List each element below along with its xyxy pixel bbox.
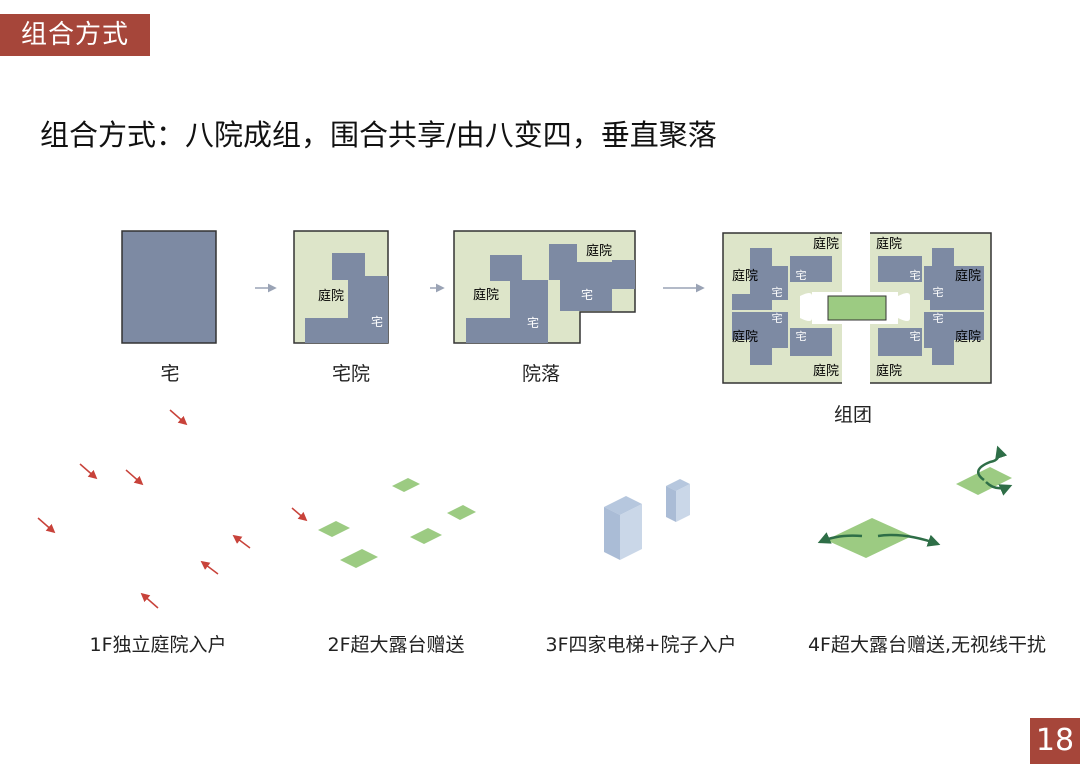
courtyard-label: 庭院 <box>876 236 902 252</box>
house-label: 宅 <box>933 311 944 325</box>
floor-4-model <box>817 445 1013 558</box>
courtyard-label: 庭院 <box>813 363 839 379</box>
courtyard-label: 庭院 <box>955 268 981 284</box>
house-label: 宅 <box>527 315 539 330</box>
courtyard-label: 庭院 <box>732 329 758 345</box>
floor-2-caption: 2F超大露台赠送 <box>327 634 465 656</box>
entry-arrows <box>37 409 251 609</box>
house-label: 宅 <box>796 268 807 282</box>
floor-2-model <box>291 478 476 568</box>
stage-label-settlement: 院落 <box>521 363 560 385</box>
page-number: 18 <box>1030 718 1080 764</box>
floor-3-caption: 3F四家电梯+院子入户 <box>545 634 737 656</box>
stage-house-courtyard-diagram: 庭院 宅 <box>293 230 389 344</box>
courtyard-label: 庭院 <box>813 236 839 252</box>
house-label: 宅 <box>772 311 783 325</box>
house-label: 宅 <box>581 287 593 302</box>
courtyard-label: 庭院 <box>318 288 344 304</box>
stage-house-diagram <box>121 230 217 344</box>
house-label: 宅 <box>772 285 783 299</box>
house-label: 宅 <box>910 329 921 343</box>
house-label: 宅 <box>910 268 921 282</box>
page-headline: 组合方式：八院成组，围合共享/由八变四，垂直聚落 <box>40 118 717 152</box>
house-label: 宅 <box>371 314 383 329</box>
courtyard-label: 庭院 <box>473 287 499 303</box>
house-label: 宅 <box>933 285 944 299</box>
stage-settlement-diagram: 庭院 庭院 宅 宅 <box>453 230 636 344</box>
courtyard-label: 庭院 <box>876 363 902 379</box>
courtyard-label: 庭院 <box>732 268 758 284</box>
stage-cluster-diagram: 庭院 庭院 庭院 庭院 庭院 庭院 庭院 庭院 宅 宅 宅 宅 宅 宅 宅 宅 <box>722 232 992 384</box>
house-label: 宅 <box>796 329 807 343</box>
floor-3-model <box>604 479 690 560</box>
view-arrows <box>817 445 1013 547</box>
floor-1-model <box>37 409 251 609</box>
floor-4-caption: 4F超大露台赠送,无视线干扰 <box>807 634 1047 656</box>
courtyard-label: 庭院 <box>955 329 981 345</box>
section-tag: 组合方式 <box>0 14 150 56</box>
floor-1-caption: 1F独立庭院入户 <box>89 634 227 656</box>
stage-label-house: 宅 <box>160 363 180 385</box>
stage-label-cluster: 组团 <box>833 404 872 426</box>
courtyard-label: 庭院 <box>586 243 612 259</box>
stage-label-house-courtyard: 宅院 <box>331 363 370 385</box>
elevator-core <box>604 479 690 560</box>
